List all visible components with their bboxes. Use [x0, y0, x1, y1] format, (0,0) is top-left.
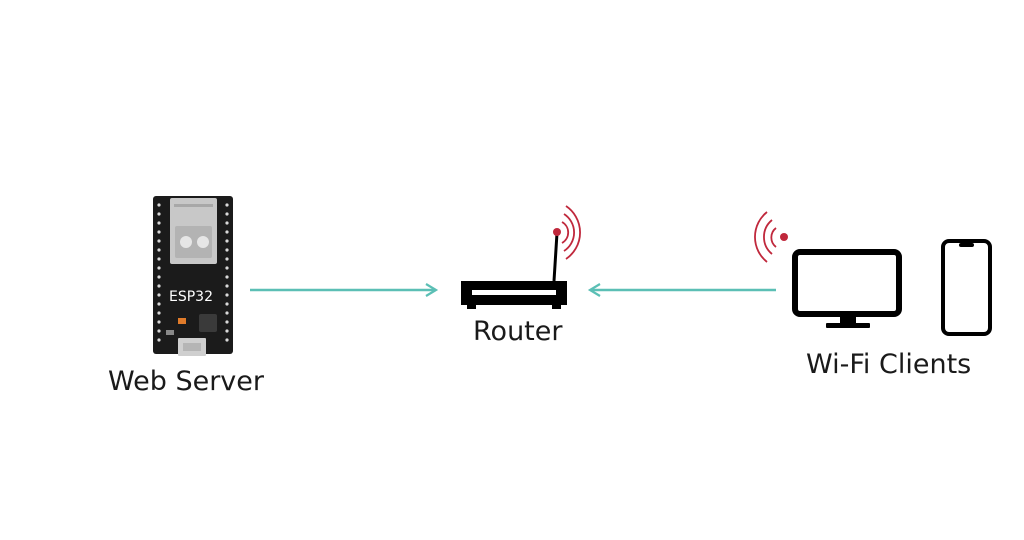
wifi-clients-label: Wi-Fi Clients: [806, 349, 972, 380]
esp32-board-icon: ESP32: [153, 196, 233, 356]
smartphone-icon: [941, 239, 992, 336]
web-server-label: Web Server: [108, 366, 264, 397]
router-label: Router: [473, 316, 563, 347]
esp32-board-label: ESP32: [169, 289, 213, 305]
clients-signal-icon: [754, 211, 788, 263]
desktop-monitor-icon: [792, 249, 902, 328]
router-icon: [461, 232, 567, 309]
router-signal-icon: [553, 205, 581, 260]
